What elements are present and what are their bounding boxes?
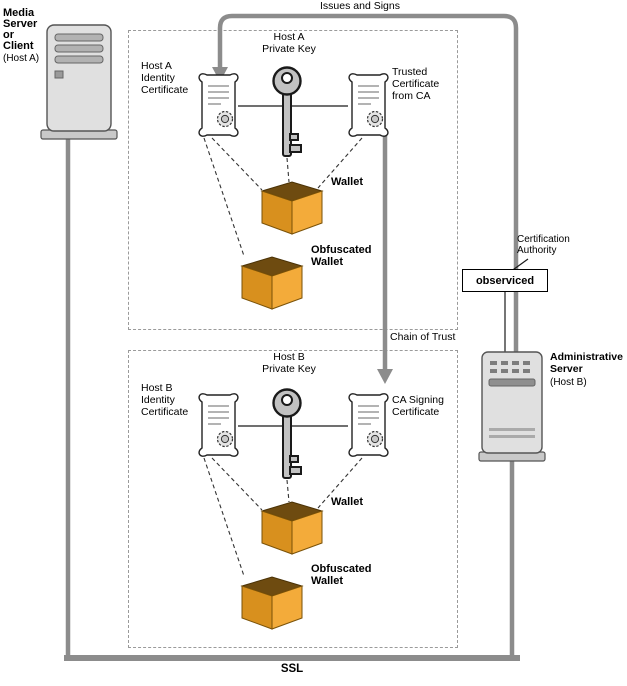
host-b-obfuscated-wallet-label: Obfuscated Wallet bbox=[311, 563, 372, 587]
host-a-identity-certificate-icon bbox=[198, 73, 239, 137]
admin-server-icon bbox=[478, 351, 546, 462]
host-a-obfuscated-wallet-label: Obfuscated Wallet bbox=[311, 244, 372, 268]
host-a-wallet-icon bbox=[261, 181, 323, 235]
host-b-private-key-label: Host B Private Key bbox=[262, 351, 316, 375]
issues-and-signs-connector bbox=[217, 13, 519, 354]
host-b-ca-signing-certificate-icon bbox=[348, 393, 389, 457]
host-b-ca-signing-certificate-label: CA Signing Certificate bbox=[392, 394, 444, 418]
host-b-private-key-icon bbox=[272, 388, 303, 480]
chain-of-trust-label: Chain of Trust bbox=[390, 331, 456, 343]
host-b-identity-certificate-label: Host B Identity Certificate bbox=[141, 382, 189, 418]
host-a-trusted-certificate-label: Trusted Certificate from CA bbox=[392, 66, 440, 102]
issues-and-signs-label: Issues and Signs bbox=[320, 0, 400, 12]
host-a-wallet-boundary bbox=[128, 30, 458, 330]
admin-server-label: Administrative Server bbox=[550, 351, 623, 375]
ssl-label: SSL bbox=[280, 663, 304, 675]
host-a-identity-certificate-label: Host A Identity Certificate bbox=[141, 60, 189, 96]
host-a-obfuscated-wallet-icon bbox=[241, 256, 303, 310]
host-b-wallet-label: Wallet bbox=[331, 496, 363, 508]
host-b-wallet-relations bbox=[203, 457, 363, 577]
host-b-identity-certificate-icon bbox=[198, 393, 239, 457]
host-a-wallet-relations bbox=[203, 137, 363, 257]
admin-server-host-label: (Host B) bbox=[550, 377, 587, 388]
host-a-trusted-certificate-icon bbox=[348, 73, 389, 137]
chain-of-trust-arrowhead bbox=[377, 369, 393, 384]
media-server-host-label: (Host A) bbox=[3, 53, 40, 64]
certification-authority-box-label: observiced bbox=[475, 274, 535, 287]
host-b-wallet-boundary bbox=[128, 350, 458, 648]
host-b-obfuscated-wallet-icon bbox=[241, 576, 303, 630]
certification-authority-label: Certification Authority bbox=[517, 234, 570, 257]
host-a-wallet-label: Wallet bbox=[331, 176, 363, 188]
media-server-label: Media Server or Client bbox=[3, 7, 38, 52]
host-a-private-key-label: Host A Private Key bbox=[262, 31, 316, 55]
host-a-private-key-icon bbox=[272, 66, 303, 158]
certification-authority-box: observiced bbox=[462, 269, 548, 292]
host-b-wallet-icon bbox=[261, 501, 323, 555]
